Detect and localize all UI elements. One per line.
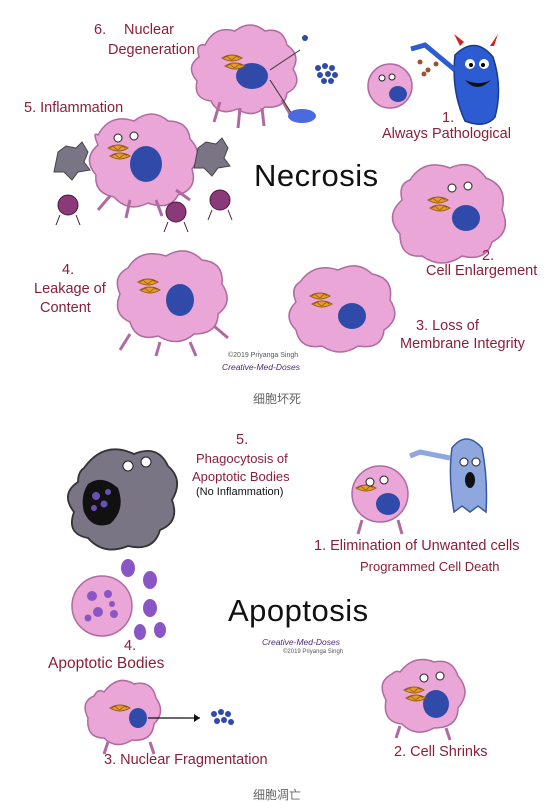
devil-monster xyxy=(410,34,500,125)
label-always-pathological: Always Pathological xyxy=(382,126,511,142)
label-nuclear-degeneration: Nuclear xyxy=(124,22,174,38)
necrosis-caption: 细胞坏死 xyxy=(252,392,301,406)
enlarged-cell xyxy=(391,163,507,264)
label-nuclear-fragmentation: 3. Nuclear Fragmentation xyxy=(104,752,268,768)
macrophage xyxy=(67,448,178,551)
necrosis-copyright: ©2019 Priyanga Singh xyxy=(228,352,299,359)
apoptosis-caption: 细胞凋亡 xyxy=(252,788,301,802)
apoptotic-bodies xyxy=(71,559,166,640)
neutrophils xyxy=(55,189,233,233)
necrosis-illustration xyxy=(53,24,507,357)
necrosis-panel: Necrosis 6. Nuclear Degeneration 5. Infl… xyxy=(0,0,554,378)
ruptured-cell xyxy=(288,265,396,353)
label-membrane-integrity-line2: Membrane Integrity xyxy=(400,336,525,352)
label-always-pathological-number: 1. xyxy=(442,110,455,126)
leaking-cell xyxy=(116,250,229,357)
label-leakage: Leakage of xyxy=(34,281,106,297)
shrunken-cell xyxy=(381,658,466,741)
label-programmed-cell-death: Programmed Cell Death xyxy=(360,559,500,574)
label-phagocytosis-line2: Apoptotic Bodies xyxy=(192,469,290,484)
label-no-inflammation: (No Inflammation) xyxy=(196,486,284,498)
necrosis-brand: Creative-Med-Doses xyxy=(222,362,300,372)
apoptosis-brand: Creative-Med-Doses xyxy=(262,637,340,647)
label-nuclear-degeneration-line2: Degeneration xyxy=(108,42,196,58)
label-leakage-number: 4. xyxy=(62,262,75,278)
small-cell xyxy=(367,63,413,109)
marked-cell xyxy=(351,465,409,535)
label-cell-enlargement-number: 2. xyxy=(482,248,495,264)
label-inflammation: 5. Inflammation xyxy=(24,100,124,116)
apoptosis-title: Apoptosis xyxy=(228,593,369,628)
nucleus-fragments xyxy=(315,63,338,84)
ghost-pointer xyxy=(409,438,488,514)
label-apoptotic-bodies-number: 4. xyxy=(124,638,137,654)
nuclear-fragments xyxy=(211,709,234,725)
label-cell-enlargement: Cell Enlargement xyxy=(426,263,538,279)
degenerating-cell xyxy=(190,24,298,129)
apoptosis-copyright: ©2019 Priyanga Singh xyxy=(283,649,344,655)
label-membrane-integrity: 3. Loss of xyxy=(416,318,479,334)
label-leakage-line2: Content xyxy=(40,300,91,316)
label-nuclear-degeneration-number: 6. xyxy=(94,22,107,38)
label-phagocytosis: Phagocytosis of xyxy=(196,451,288,466)
label-cell-shrinks: 2. Cell Shrinks xyxy=(394,744,488,760)
fragmenting-cell xyxy=(84,679,162,755)
apoptosis-panel: Apoptosis Creative-Med-Doses ©2019 Priya… xyxy=(0,428,554,783)
apoptosis-illustration xyxy=(67,438,488,755)
immune-cell-left xyxy=(53,141,91,181)
label-elimination: 1. Elimination of Unwanted cells xyxy=(314,538,520,554)
immune-cell-right xyxy=(193,137,231,177)
inflamed-cell xyxy=(88,113,199,219)
label-apoptotic-bodies: Apoptotic Bodies xyxy=(48,655,165,672)
label-phagocytosis-number: 5. xyxy=(236,432,249,448)
necrosis-title: Necrosis xyxy=(254,158,379,193)
